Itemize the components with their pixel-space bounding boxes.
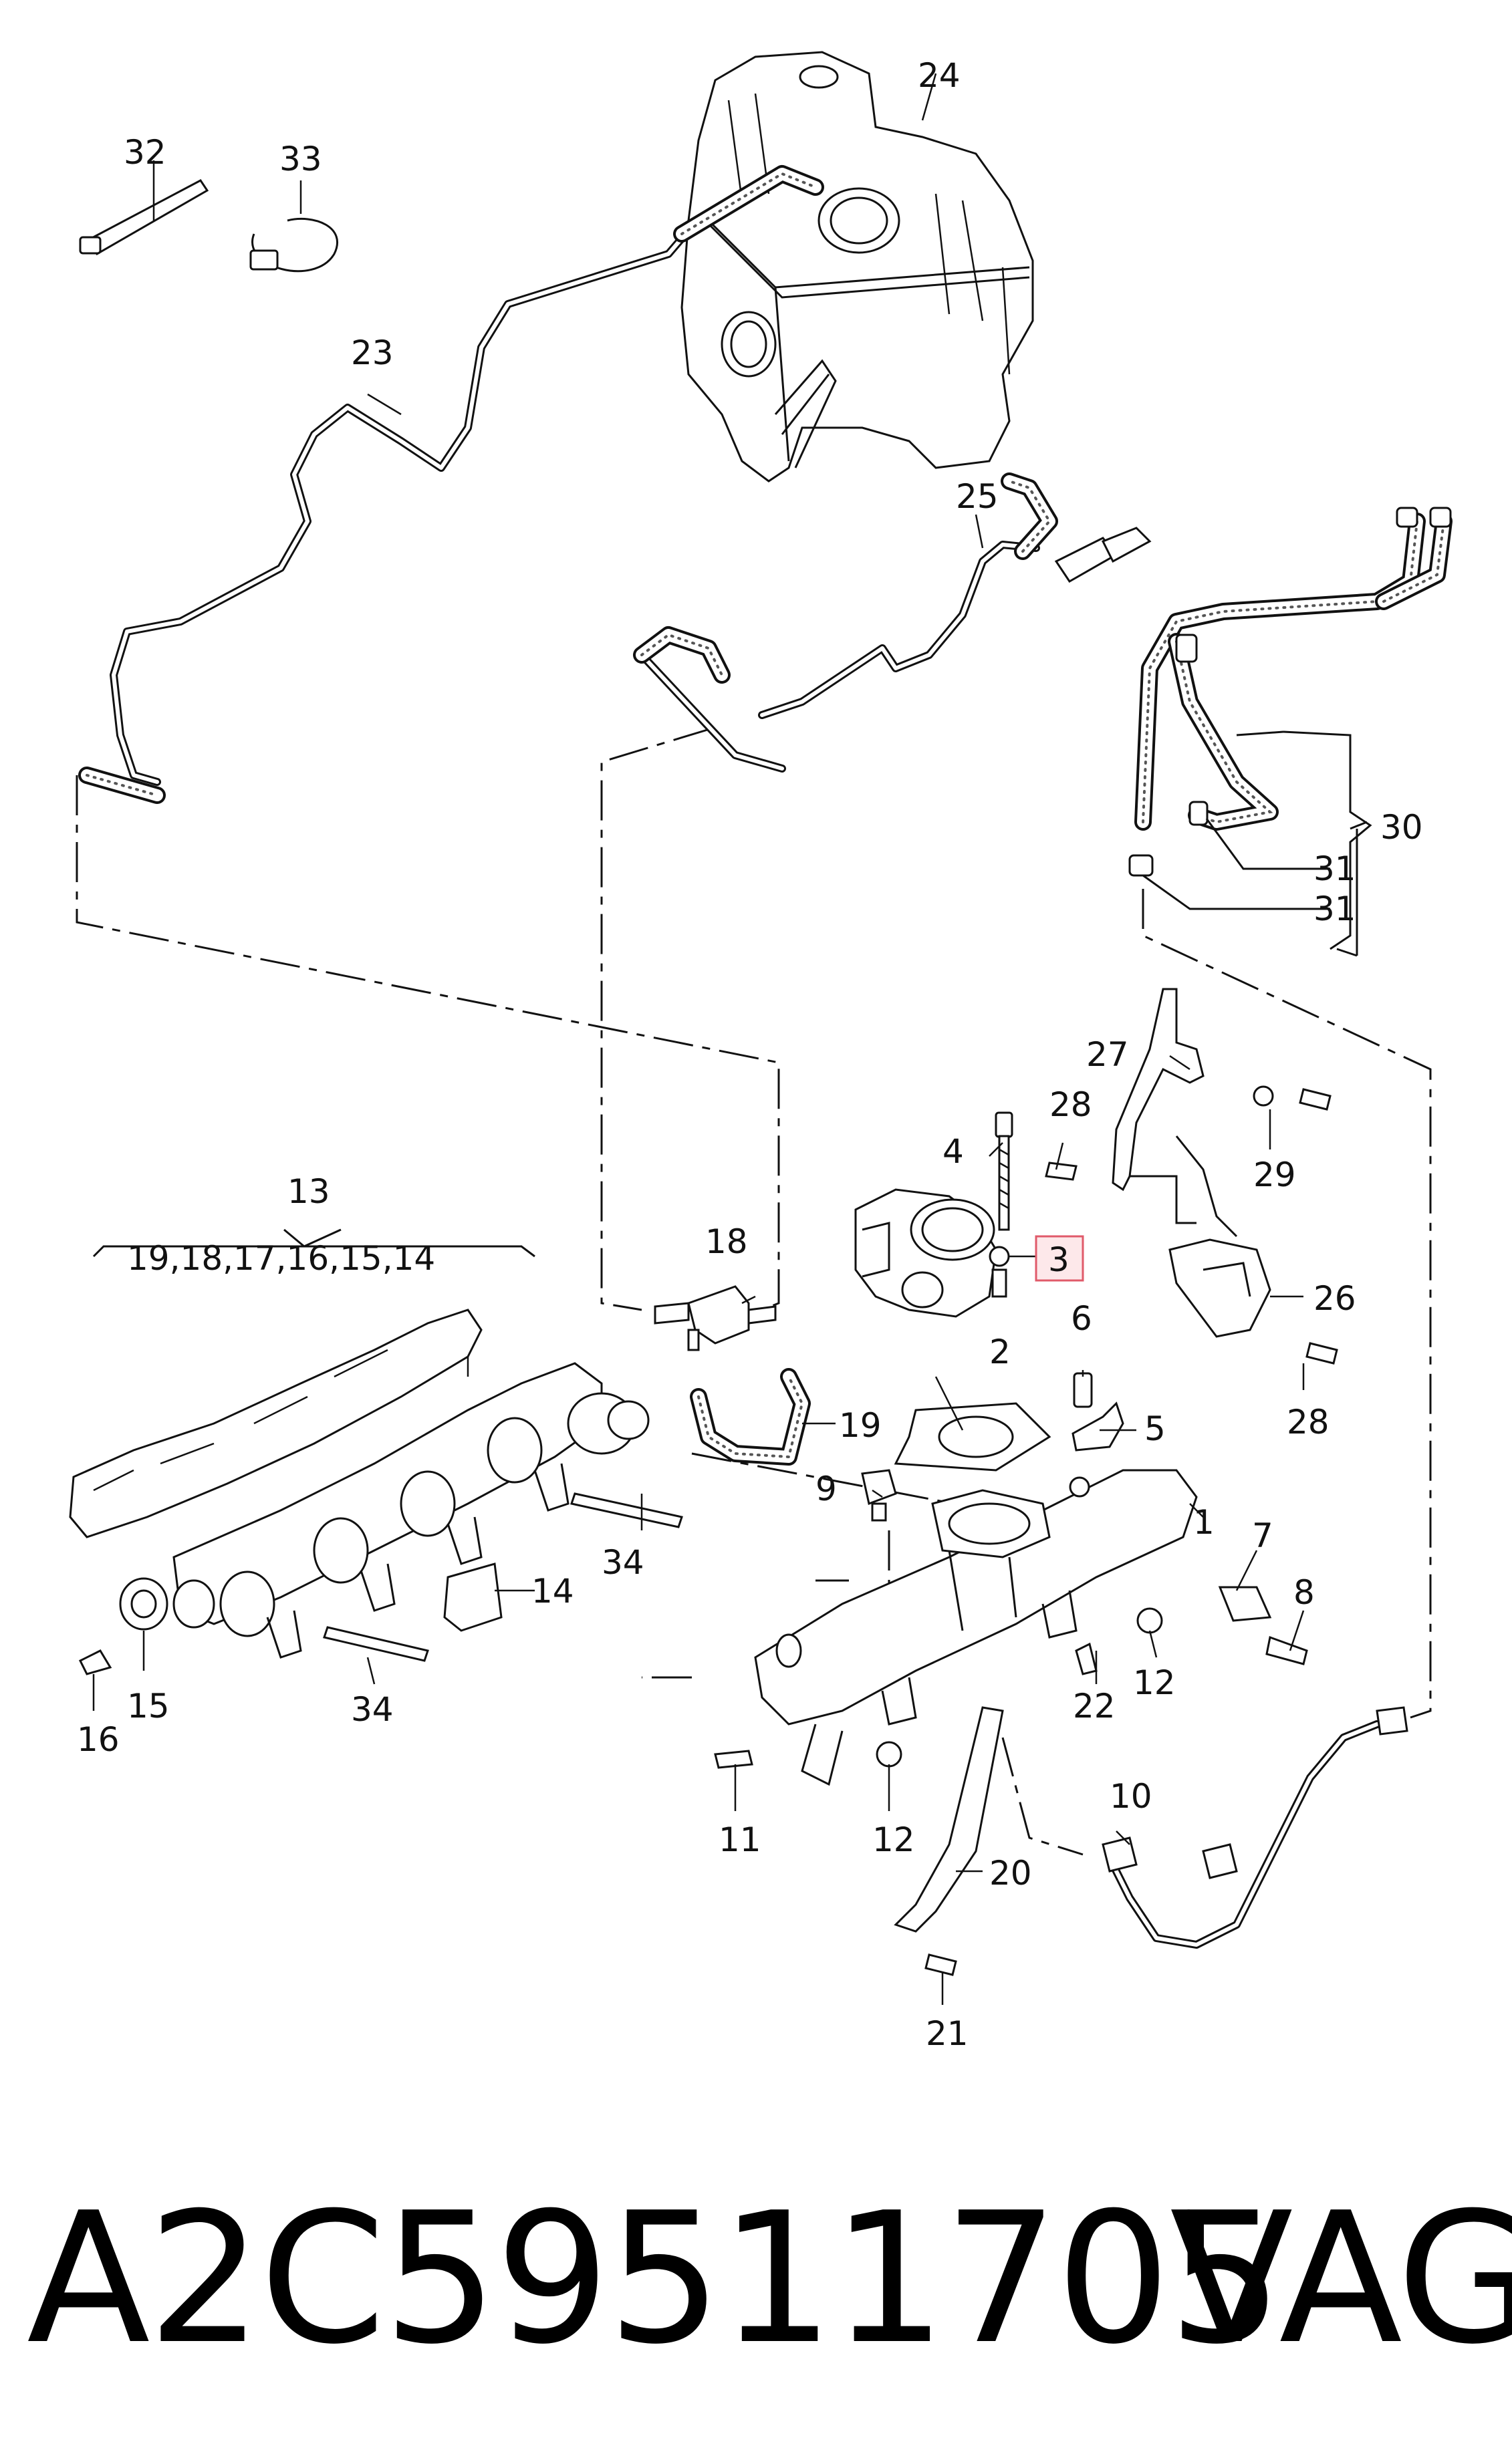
callout-3-highlight — [1035, 1235, 1084, 1282]
callout-25: 25 — [956, 477, 999, 516]
callout-6: 6 — [1071, 1299, 1092, 1338]
hose-19 — [690, 1368, 811, 1466]
parts-diagram: 1 2 3 4 5 6 7 8 9 10 11 12 12 13 19,18,1… — [69, 51, 1453, 2053]
cable-tie-32 — [79, 179, 209, 255]
leader-lines — [92, 73, 1305, 2005]
sensor-9 — [861, 1469, 897, 1522]
bracket-27 — [1112, 988, 1238, 1238]
hose-clamp-33 — [249, 217, 339, 273]
callout-34-lower: 34 — [351, 1690, 394, 1729]
callout-23: 23 — [351, 333, 394, 372]
group-brackets — [92, 821, 1368, 1258]
callout-labels: 1 2 3 4 5 6 7 8 9 10 11 12 12 13 19,18,1… — [77, 56, 1423, 2053]
callout-1: 1 — [1193, 1503, 1215, 1542]
callout-28-upper: 28 — [1049, 1085, 1092, 1124]
callout-27: 27 — [1086, 1035, 1129, 1074]
bracket-26 — [1168, 1238, 1271, 1338]
callout-21: 21 — [926, 2014, 969, 2053]
callout-18: 18 — [705, 1222, 748, 1261]
brand-name: VAG — [1170, 2173, 1512, 2384]
callout-7: 7 — [1252, 1516, 1273, 1555]
callout-14: 14 — [531, 1572, 574, 1611]
pipe-10 — [1102, 1706, 1408, 1949]
seal-14 — [443, 1562, 503, 1632]
callout-26: 26 — [1313, 1279, 1356, 1318]
callout-16: 16 — [77, 1720, 120, 1759]
callout-9: 9 — [815, 1470, 837, 1508]
bracket-5 — [1072, 1372, 1124, 1452]
callout-12-right: 12 — [1133, 1663, 1176, 1702]
callout-13-subparts: 19,18,17,16,15,14 — [127, 1239, 435, 1278]
callout-19: 19 — [839, 1406, 882, 1445]
callout-34-upper: 34 — [602, 1543, 644, 1582]
studs-34 — [323, 1492, 683, 1662]
callout-20: 20 — [989, 1854, 1032, 1893]
callout-10: 10 — [1110, 1777, 1152, 1816]
callout-29: 29 — [1253, 1155, 1296, 1194]
sensor-7 — [1218, 1586, 1308, 1665]
callout-33: 33 — [279, 140, 322, 178]
vacuum-line-25 — [633, 472, 1152, 773]
callout-30: 30 — [1380, 808, 1423, 847]
callout-4: 4 — [942, 1132, 964, 1171]
callout-3: 3 — [1048, 1240, 1069, 1279]
callout-31-lower: 31 — [1313, 889, 1356, 928]
fasteners — [714, 1085, 1338, 1976]
callout-28-lower: 28 — [1287, 1403, 1330, 1442]
throttle-body — [854, 1188, 1010, 1318]
callout-12-left: 12 — [872, 1820, 915, 1859]
callout-31-upper: 31 — [1313, 849, 1356, 888]
air-filter-housing — [680, 51, 1034, 483]
part-number: A2C59511705 — [27, 2173, 1283, 2384]
bolt-4 — [995, 1111, 1013, 1231]
callout-5: 5 — [1144, 1409, 1166, 1448]
manifold-assembly-13 — [69, 1309, 650, 1659]
callout-8: 8 — [1293, 1573, 1315, 1612]
vacuum-line-23 — [78, 165, 824, 804]
callout-24: 24 — [918, 56, 961, 95]
callout-32: 32 — [124, 133, 166, 172]
hose-assembly-30 — [1128, 507, 1453, 950]
callout-11: 11 — [719, 1820, 761, 1859]
callout-13: 13 — [287, 1172, 330, 1211]
intake-manifold — [754, 1469, 1198, 1786]
valve-18 — [654, 1285, 777, 1351]
callout-22: 22 — [1073, 1687, 1116, 1726]
parts-15-16 — [78, 1577, 168, 1675]
callout-15: 15 — [127, 1687, 170, 1726]
callout-2: 2 — [989, 1333, 1011, 1371]
bracket-20 — [894, 1706, 1004, 1933]
gasket-2 — [894, 1402, 1051, 1472]
